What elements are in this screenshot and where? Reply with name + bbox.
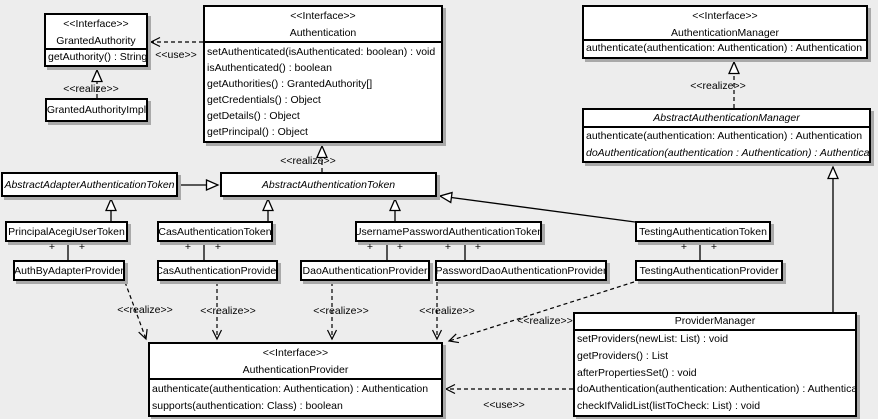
class-name: Authentication: [289, 27, 357, 39]
class-box-authentication-provider: <<Interface>> AuthenticationProvider aut…: [148, 342, 443, 417]
method-label: getPrincipal() : Object: [207, 126, 308, 138]
method-label: afterPropertiesSet() : void: [577, 366, 697, 379]
method-label: checkIfValidList(listToCheck: List) : vo…: [577, 400, 761, 413]
class-box-auth-by-adapter-provider: AuthByAdapterProvider: [13, 260, 125, 281]
realize-label: <<realize>>: [117, 304, 173, 316]
method-label: doAuthentication(authentication: Authent…: [577, 383, 857, 396]
realize-label: <<realize>>: [313, 305, 369, 317]
method-label: getDetails() : Object: [207, 110, 300, 122]
multiplicity-plus: +: [366, 241, 374, 253]
class-name: DaoAuthenticationProvider: [302, 264, 428, 277]
class-name: AuthenticationManager: [671, 27, 779, 39]
class-name: AuthByAdapterProvider: [14, 264, 124, 277]
multiplicity-plus: +: [474, 241, 482, 253]
method-label: isAuthenticated() : boolean: [207, 62, 332, 74]
class-box-cas-authentication-token: CasAuthenticationToken: [157, 221, 273, 242]
class-name: CasAuthenticationToken: [158, 225, 272, 238]
method-label: getAuthorities() : GrantedAuthority[]: [207, 78, 373, 90]
use-label: <<use>>: [483, 399, 525, 411]
method-label: authenticate(authentication: Authenticat…: [586, 42, 863, 54]
edge-testing-token-extends-abstract-token: [440, 196, 636, 223]
multiplicity-plus: +: [680, 241, 688, 253]
stereotype-label: <<Interface>>: [63, 18, 129, 30]
stereotype-label: <<Interface>>: [262, 347, 329, 359]
class-name: ProviderManager: [674, 315, 756, 327]
method-label: supports(authentication: Class) : boolea…: [152, 400, 343, 412]
class-box-granted-authority: <<Interface>> GrantedAuthority getAuthor…: [44, 13, 148, 67]
class-box-granted-authority-impl: GrantedAuthorityImpl: [45, 98, 148, 122]
realize-label: <<realize>>: [419, 305, 475, 317]
method-label: authenticate(authentication: Authenticat…: [152, 383, 429, 395]
method-label: getAuthority() : String: [48, 51, 148, 63]
realize-label: <<realize>>: [517, 315, 573, 327]
stereotype-label: <<Interface>>: [290, 10, 356, 22]
class-name: TestingAuthenticationProvider: [639, 264, 779, 277]
class-box-password-dao-authentication-provider: PasswordDaoAuthenticationProvider: [435, 260, 607, 281]
method-label: doAuthentication(authentication : Authen…: [586, 146, 871, 159]
method-label: getCredentials() : Object: [207, 94, 321, 106]
multiplicity-plus: +: [444, 241, 452, 253]
class-box-abstract-authentication-manager: AbstractAuthenticationManager authentica…: [582, 108, 871, 163]
edge-authby-realize-ap: [124, 281, 148, 341]
class-name: UsernamePasswordAuthenticationToken: [355, 225, 542, 238]
realize-label: <<realize>>: [280, 155, 336, 167]
class-name: AuthenticationProvider: [242, 364, 349, 376]
multiplicity-plus: +: [214, 241, 222, 253]
class-box-username-password-authentication-token: UsernamePasswordAuthenticationToken: [355, 221, 542, 242]
multiplicity-plus: +: [396, 241, 404, 253]
realize-label: <<realize>>: [690, 80, 746, 92]
realize-label: <<realize>>: [200, 305, 256, 317]
method-label: authenticate(authentication: Authenticat…: [586, 130, 863, 142]
method-label: setAuthenticated(isAuthenticated: boolea…: [207, 46, 436, 58]
multiplicity-plus: +: [184, 241, 192, 253]
class-name: AbstractAuthenticationToken: [261, 178, 396, 191]
class-box-abstract-authentication-token: AbstractAuthenticationToken: [220, 172, 437, 197]
class-name: PrincipalAcegiUserToken: [8, 225, 125, 238]
realize-label: <<realize>>: [63, 83, 119, 95]
class-box-cas-authentication-provider: CasAuthenticationProvider: [157, 260, 278, 281]
stereotype-label: <<Interface>>: [692, 10, 758, 22]
method-label: getProviders() : List: [577, 349, 669, 362]
edge-testingprov-realize-ap: [447, 281, 635, 344]
class-name: GrantedAuthority: [56, 35, 136, 47]
method-label: setProviders(newList: List) : void: [577, 333, 729, 345]
class-box-authentication-manager: <<Interface>> AuthenticationManager auth…: [582, 5, 868, 59]
class-box-testing-authentication-token: TestingAuthenticationToken: [635, 221, 771, 242]
multiplicity-plus: +: [48, 241, 56, 253]
class-box-principal-acegi-user-token: PrincipalAcegiUserToken: [5, 221, 128, 242]
multiplicity-plus: +: [710, 241, 718, 253]
class-name: PasswordDaoAuthenticationProvider: [435, 264, 607, 277]
class-box-authentication: <<Interface>> Authentication setAuthenti…: [203, 5, 443, 143]
class-name: AbstractAuthenticationManager: [653, 112, 800, 124]
class-box-testing-authentication-provider: TestingAuthenticationProvider: [635, 260, 783, 281]
class-box-dao-authentication-provider: DaoAuthenticationProvider: [300, 260, 430, 281]
class-name: GrantedAuthorityImpl: [46, 104, 147, 116]
class-name: TestingAuthenticationToken: [639, 225, 767, 238]
class-name: AbstractAdapterAuthenticationToken: [4, 178, 175, 191]
multiplicity-plus: +: [78, 241, 86, 253]
class-box-provider-manager: ProviderManager setProviders(newList: Li…: [573, 312, 857, 417]
use-label: <<use>>: [155, 49, 197, 61]
class-name: CasAuthenticationProvider: [157, 264, 278, 277]
class-box-abstract-adapter-authentication-token: AbstractAdapterAuthenticationToken: [1, 172, 178, 197]
